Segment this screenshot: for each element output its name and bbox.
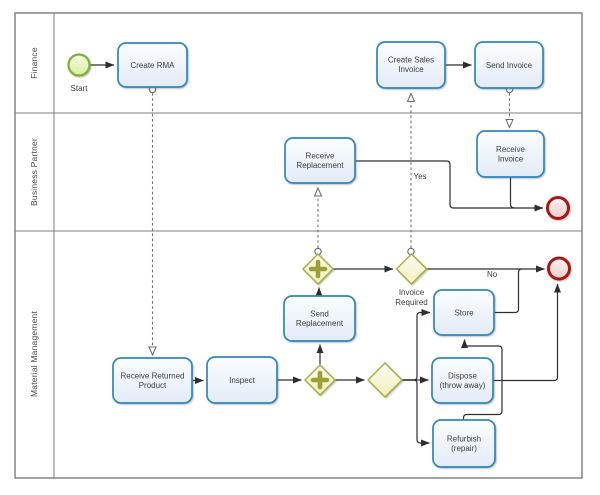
flow-exclusive-to-refurbish <box>402 379 430 447</box>
task-label-line1: Create Sales <box>388 56 434 65</box>
end-event-circle[interactable] <box>546 196 570 220</box>
end-event-business-partner[interactable] <box>546 196 570 220</box>
pool: Finance Business Partner Material Manage… <box>14 12 583 479</box>
task-store[interactable]: Store <box>433 289 495 336</box>
lane-label-material-management: Material Management <box>29 311 39 397</box>
task-label-line2: (repair) <box>451 444 477 453</box>
task-box[interactable] <box>376 41 446 89</box>
task-send-invoice[interactable]: Send Invoice <box>474 41 544 89</box>
gateway-invoice-required[interactable]: Invoice Required <box>395 253 428 307</box>
task-label-line1: Receive <box>306 152 335 161</box>
task-dispose[interactable]: Dispose (throw away) <box>431 357 494 404</box>
start-event-circle[interactable] <box>67 53 91 77</box>
task-label: Store <box>454 309 474 318</box>
task-box[interactable] <box>431 357 494 404</box>
gateway-diamond[interactable] <box>395 253 428 285</box>
gateway-label-line1: Invoice <box>399 288 425 297</box>
task-label-line2: (throw away) <box>440 381 486 390</box>
task-inspect[interactable]: Inspect <box>206 356 278 404</box>
task-label: Send Invoice <box>486 61 533 70</box>
sequence-flows: No <box>89 61 561 447</box>
parallel-plus-icon <box>308 259 328 279</box>
flow-receive-replacement-to-end <box>355 160 544 212</box>
gateway-parallel-bottom[interactable] <box>304 364 336 396</box>
start-event-label: Start <box>71 84 89 93</box>
gateway-label-line2: Required <box>395 298 427 307</box>
task-box[interactable] <box>112 357 193 404</box>
task-create-sales-invoice[interactable]: Create Sales Invoice <box>376 41 446 89</box>
start-event[interactable]: Start <box>67 53 91 94</box>
task-box[interactable] <box>283 295 356 342</box>
task-label: Create RMA <box>130 61 175 70</box>
flow-receive-invoice-to-end <box>509 177 515 209</box>
task-label-line1: Refurbish <box>447 435 481 444</box>
task-box[interactable] <box>433 289 495 336</box>
task-label-line2: Invoice <box>398 65 424 74</box>
task-create-rma[interactable]: Create RMA <box>117 42 188 88</box>
task-label: Inspect <box>229 376 256 385</box>
task-label-line1: Dispose <box>448 372 477 381</box>
task-box[interactable] <box>474 41 544 89</box>
task-label-line1: Send <box>310 310 329 319</box>
task-send-replacement[interactable]: Send Replacement <box>283 295 356 342</box>
task-label-line2: Replacement <box>296 161 344 170</box>
task-receive-invoice[interactable]: Receive Invoice <box>476 130 545 178</box>
lane-label-business-partner: Business Partner <box>29 138 39 206</box>
task-box[interactable] <box>432 419 496 468</box>
task-label-line1: Receive Returned <box>120 372 184 381</box>
task-box[interactable] <box>206 356 278 404</box>
task-box[interactable] <box>476 130 545 178</box>
pool-border <box>14 12 583 479</box>
message-flows: Yes <box>149 85 512 355</box>
parallel-plus-icon <box>310 370 330 390</box>
end-event-material-management[interactable] <box>547 256 571 281</box>
gateway-parallel-top[interactable] <box>302 253 334 285</box>
flow-store-to-end <box>494 268 523 314</box>
task-label-line2: Invoice <box>498 155 524 164</box>
flow-exclusive-to-store <box>402 309 431 381</box>
flow-label-no: No <box>487 270 498 279</box>
task-refurbish[interactable]: Refurbish (repair) <box>432 419 496 468</box>
task-receive-replacement[interactable]: Receive Replacement <box>284 137 356 184</box>
flow-dispose-to-end <box>493 283 561 382</box>
lane-label-finance: Finance <box>29 47 39 79</box>
task-box[interactable] <box>284 137 356 184</box>
task-label-line2: Replacement <box>296 319 344 328</box>
flow-label-yes: Yes <box>414 172 427 181</box>
task-label-line2: Product <box>139 381 167 390</box>
task-label-line1: Receive <box>496 145 525 154</box>
task-box[interactable] <box>117 42 188 88</box>
gateway-diamond[interactable] <box>367 362 403 398</box>
task-receive-returned-product[interactable]: Receive Returned Product <box>112 357 193 404</box>
gateway-exclusive-result[interactable] <box>367 362 403 398</box>
end-event-circle[interactable] <box>547 256 571 281</box>
